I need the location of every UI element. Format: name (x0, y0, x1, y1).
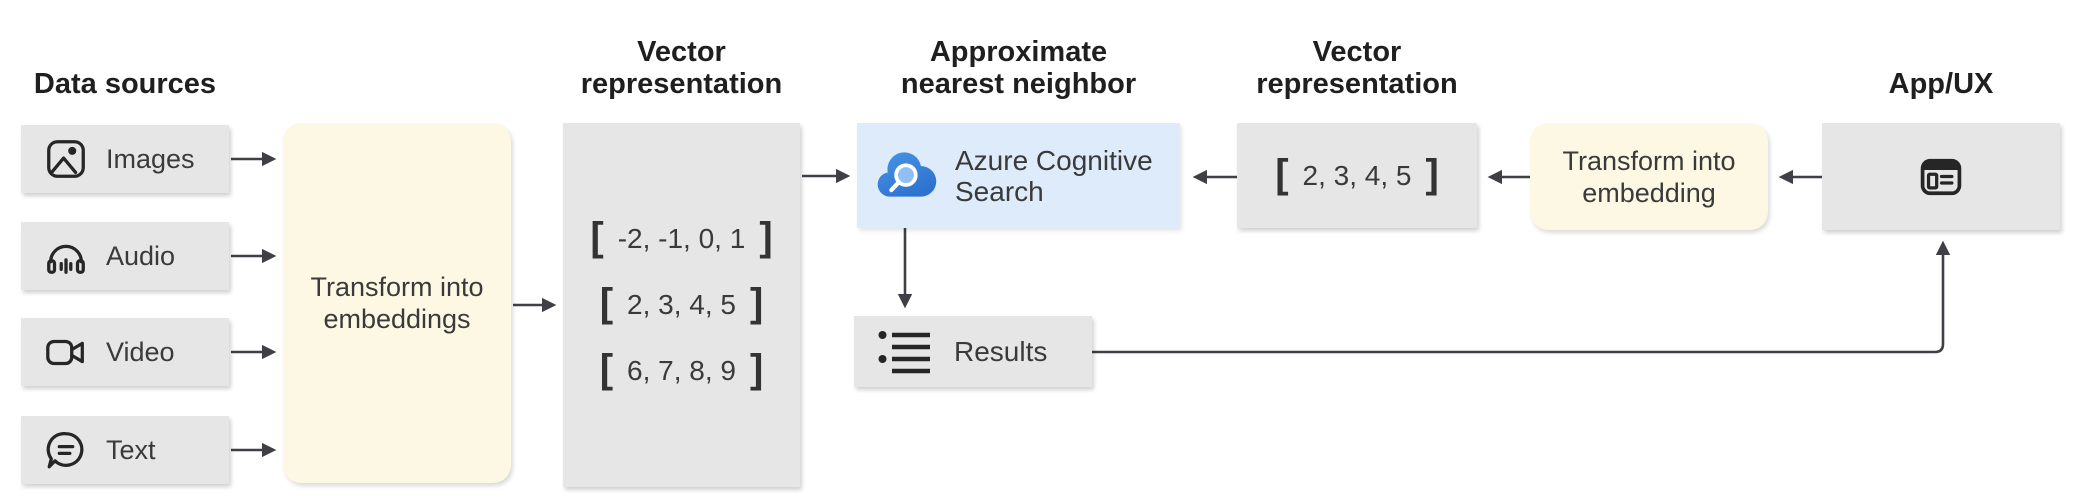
app-ux-box (1822, 123, 2060, 230)
heading-data-sources: Data sources (33, 68, 217, 100)
heading-vector-representation-1: Vector representation (580, 36, 783, 100)
heading-approximate-nearest-neighbor: Approximate nearest neighbor (900, 36, 1137, 100)
heading-vector-representation-2: Vector representation (1256, 36, 1458, 100)
video-icon (46, 339, 84, 366)
source-label: Images (106, 143, 195, 174)
source-box-images: Images (21, 125, 229, 193)
vector-row: [ -2, -1, 0, 1 ] (590, 215, 773, 259)
transform-embedding-label: Transform into embedding (1562, 145, 1736, 208)
vector-values: 2, 3, 4, 5 (627, 289, 736, 320)
heading-app-ux: App/UX (1888, 68, 1994, 100)
transform-embedding-box: Transform into embedding (1530, 123, 1768, 230)
azure-cognitive-search-box: Azure Cognitive Search (857, 123, 1180, 228)
vector-values: 2, 3, 4, 5 (1302, 159, 1412, 191)
source-box-audio: Audio (21, 222, 229, 290)
vector-values: 6, 7, 8, 9 (627, 355, 736, 386)
source-label: Video (106, 336, 175, 367)
vector-row: [ 2, 3, 4, 5 ] (1275, 151, 1439, 196)
results-label: Results (954, 335, 1048, 367)
vector-row: [ 6, 7, 8, 9 ] (599, 347, 764, 391)
vector-representation-box-2: [ 2, 3, 4, 5 ] (1237, 123, 1477, 228)
vector-row: [ 2, 3, 4, 5 ] (599, 281, 764, 325)
source-label: Text (106, 434, 156, 465)
browser-window-icon (1920, 158, 1962, 195)
transform-embeddings-label: Transform into embeddings (310, 272, 484, 334)
source-box-video: Video (21, 318, 229, 386)
vector-representation-box-1: [ -2, -1, 0, 1 ] [ 2, 3, 4, 5 ] [ 6, 7, … (563, 123, 800, 487)
source-box-text: Text (21, 416, 229, 484)
image-icon (47, 140, 85, 178)
audio-icon (47, 244, 85, 274)
azure-search-label: Azure Cognitive Search (955, 144, 1153, 207)
bulleted-list-icon (878, 330, 930, 373)
arrow-results-to-app (1092, 240, 1951, 354)
vector-values: -2, -1, 0, 1 (617, 223, 746, 254)
cloud-search-icon (877, 151, 937, 197)
results-box: Results (854, 316, 1092, 387)
text-icon (46, 431, 84, 469)
transform-embeddings-box: Transform into embeddings (283, 123, 511, 483)
source-label: Audio (106, 240, 176, 271)
